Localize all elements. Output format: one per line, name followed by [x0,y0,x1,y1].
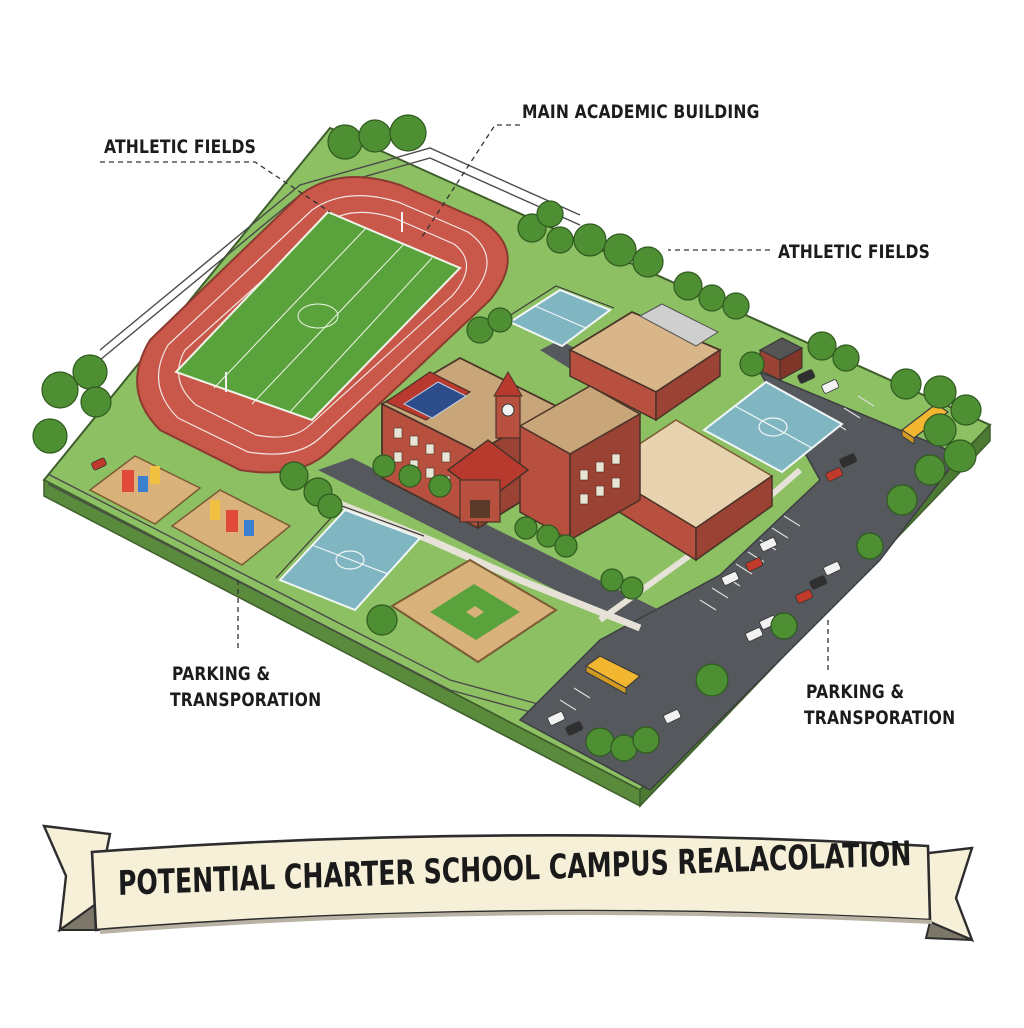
playground-area [88,455,292,566]
baseball-diamond [390,558,558,664]
label-main-academic-building: MAIN ACADEMIC BUILDING [522,101,760,123]
basketball-court-right [702,380,844,474]
label-athletic-fields-left: ATHLETIC FIELDS [104,136,256,158]
label-parking-left-line2: TRANSPORATION [170,689,322,711]
main-academic-building [380,356,642,542]
trees [32,114,982,762]
running-track-and-field [136,176,509,474]
gymnasium-building [568,303,722,422]
label-parking-right-line2: TRANSPORATION [804,707,956,729]
callout-leaders [100,124,829,670]
label-athletic-fields-right: ATHLETIC FIELDS [778,241,930,263]
school-bus-right [900,403,950,445]
parked-cars [91,369,858,736]
storage-shed [758,337,804,381]
label-parking-right-line1: PARKING & [806,681,905,703]
label-parking-left-line1: PARKING & [172,663,271,685]
tennis-court [505,285,615,348]
title-banner [42,824,975,943]
school-bus-lower [584,655,642,695]
